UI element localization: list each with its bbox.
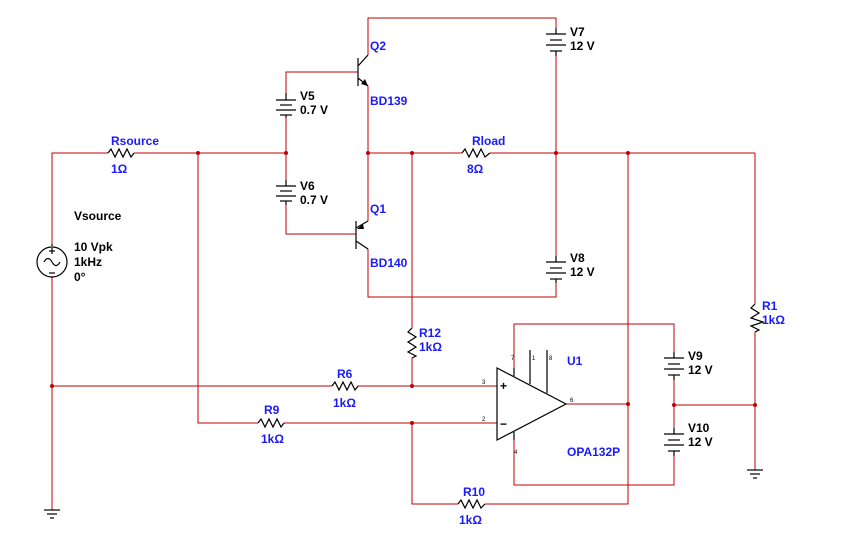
v7-name: V7 xyxy=(570,25,585,39)
v8-value: 12 V xyxy=(570,265,595,279)
q1-name: Q1 xyxy=(370,202,386,216)
junction xyxy=(410,384,414,388)
battery-v9-symbol xyxy=(664,352,684,380)
r1-value: 1kΩ xyxy=(762,313,785,327)
ground-r1-icon xyxy=(747,469,763,479)
resistor-r1-symbol xyxy=(749,303,765,333)
r12-name: R12 xyxy=(419,326,441,340)
resistor-r12-symbol xyxy=(406,327,418,359)
wires xyxy=(51,17,756,510)
wire-supply-bottom xyxy=(513,440,675,486)
u1-pin-4: 4 xyxy=(514,450,518,456)
r1-name: R1 xyxy=(762,299,778,313)
junction xyxy=(672,403,676,407)
wire-q2-collector xyxy=(367,17,557,55)
resistor-r9-symbol xyxy=(257,417,285,429)
wire-r10-right xyxy=(485,153,629,505)
q1-part: BD140 xyxy=(370,256,408,270)
u1-pin-8: 8 xyxy=(549,356,553,362)
junction xyxy=(50,384,54,388)
battery-v8-symbol xyxy=(546,256,566,283)
v7-value: 12 V xyxy=(570,39,595,53)
resistors xyxy=(107,147,765,510)
u1-minus: − xyxy=(500,417,507,431)
opamp-u1-symbol xyxy=(496,350,568,441)
r6-value: 1kΩ xyxy=(333,396,356,410)
resistor-r10-symbol xyxy=(457,498,486,510)
r9-name: R9 xyxy=(264,403,280,417)
r10-value: 1kΩ xyxy=(459,513,482,527)
v9-value: 12 V xyxy=(688,363,713,377)
u1-plus: + xyxy=(500,379,507,393)
u1-name: U1 xyxy=(567,354,583,368)
v5-value: 0.7 V xyxy=(300,103,328,117)
u1-pin-3: 3 xyxy=(482,380,486,386)
u1-pin-6: 6 xyxy=(570,398,574,404)
junction xyxy=(626,151,630,155)
junction xyxy=(626,402,630,406)
junction xyxy=(284,151,288,155)
rload-value: 8Ω xyxy=(467,162,484,176)
u1-pin-2: 2 xyxy=(482,417,486,423)
u1-pin-7: 7 xyxy=(511,356,515,362)
junction xyxy=(196,151,200,155)
labels: Rsource 1Ω Vsource 10 Vpk 1kHz 0° V5 0.7… xyxy=(74,25,785,527)
junction xyxy=(410,151,414,155)
ac-source-symbol xyxy=(36,244,68,278)
resistor-r6-symbol xyxy=(331,380,359,392)
vsource-frequency: 1kHz xyxy=(74,255,102,269)
q2-part: BD139 xyxy=(370,94,408,108)
wire-v6-bottom xyxy=(285,205,356,235)
v10-name: V10 xyxy=(688,421,710,435)
vsource-phase: 0° xyxy=(74,270,86,284)
vsource-amplitude: 10 Vpk xyxy=(74,240,113,254)
junction xyxy=(366,151,370,155)
junction xyxy=(753,403,757,407)
q2-name: Q2 xyxy=(370,39,386,53)
v6-value: 0.7 V xyxy=(300,193,328,207)
resistor-rsource-symbol xyxy=(107,147,135,159)
transistor-q1-symbol xyxy=(355,220,369,250)
v10-value: 12 V xyxy=(688,435,713,449)
r6-name: R6 xyxy=(337,367,353,381)
v8-name: V8 xyxy=(570,251,585,265)
battery-v6-symbol xyxy=(276,180,296,205)
battery-v10-symbol xyxy=(664,428,684,456)
rsource-value: 1Ω xyxy=(111,162,128,176)
wire-r9-left xyxy=(197,153,258,424)
junctions xyxy=(50,151,757,425)
junction xyxy=(554,151,558,155)
batteries xyxy=(276,28,684,456)
u1-pin-1: 1 xyxy=(532,356,536,362)
wire-r10-left xyxy=(411,423,458,505)
rsource-name: Rsource xyxy=(111,134,159,148)
battery-v5-symbol xyxy=(276,93,296,118)
battery-v7-symbol xyxy=(546,28,566,56)
junction xyxy=(410,421,414,425)
rload-name: Rload xyxy=(472,134,505,148)
wire-v5-top xyxy=(285,71,358,93)
r12-value: 1kΩ xyxy=(419,340,442,354)
u1-part: OPA132P xyxy=(567,445,620,459)
v6-name: V6 xyxy=(300,179,315,193)
r9-value: 1kΩ xyxy=(261,432,284,446)
vsource-name: Vsource xyxy=(74,209,122,223)
r10-name: R10 xyxy=(463,485,485,499)
transistor-q2-symbol xyxy=(357,54,369,87)
resistor-rload-symbol xyxy=(461,147,491,159)
wire-q1-collector xyxy=(367,249,557,298)
wire-supply-top xyxy=(513,323,675,368)
v9-name: V9 xyxy=(688,349,703,363)
wire-source-left xyxy=(51,152,108,244)
v5-name: V5 xyxy=(300,89,315,103)
ground-source-icon xyxy=(44,509,60,519)
